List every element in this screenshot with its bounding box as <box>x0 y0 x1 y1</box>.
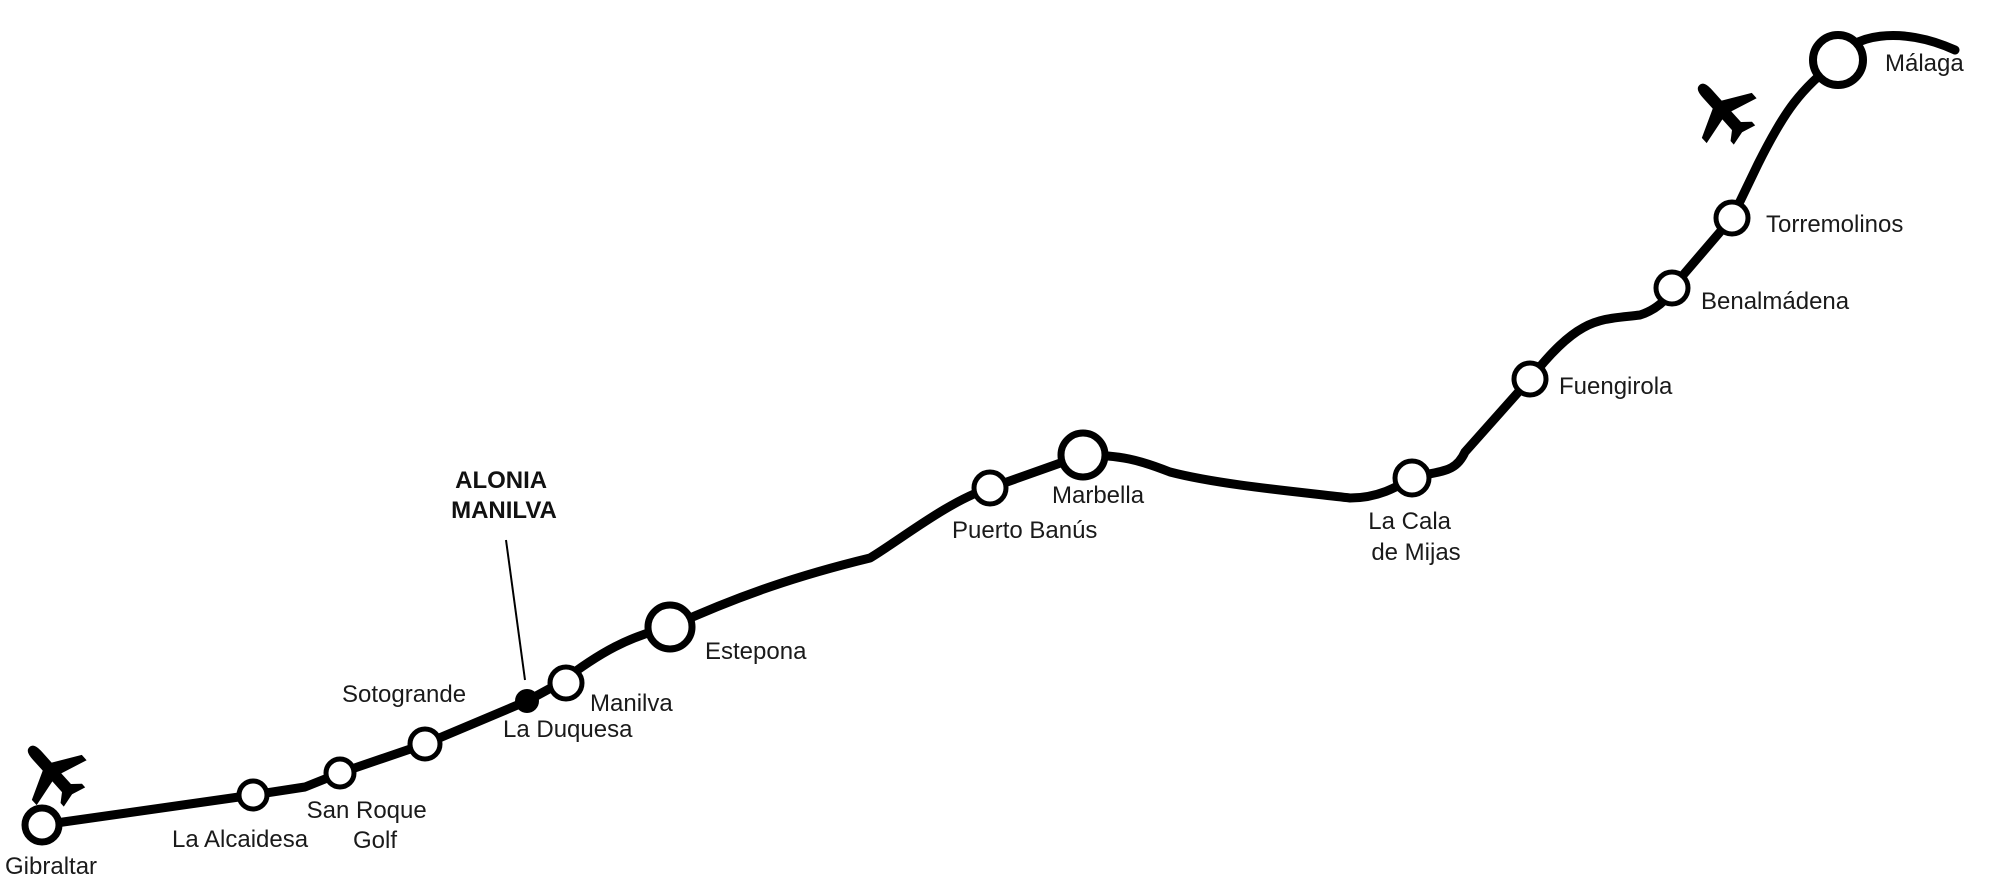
station-label: Gibraltar <box>5 853 97 880</box>
station-label: San Roque Golf <box>307 797 434 854</box>
airplane-icon <box>1697 83 1757 145</box>
station-malaga: Málaga <box>1809 31 1964 89</box>
station-label: Marbella <box>1052 482 1145 509</box>
station-gibraltar: Gibraltar <box>5 804 97 880</box>
station-marker <box>1653 269 1691 307</box>
station-marker <box>1809 31 1867 89</box>
airplane-icon <box>27 745 87 807</box>
callout-label: ALONIA MANILVA <box>451 467 557 524</box>
station-label: Manilva <box>590 690 673 717</box>
station-la-cala-de-mijas: La Cala de Mijas <box>1368 458 1461 566</box>
station-label: Sotogrande <box>342 681 466 708</box>
station-san-roque-golf: San Roque Golf <box>307 756 434 854</box>
station-benalmadena: Benalmádena <box>1653 269 1850 315</box>
station-marker <box>21 804 63 846</box>
station-label: Estepona <box>705 638 807 665</box>
station-fuengirola: Fuengirola <box>1511 360 1673 400</box>
station-marker <box>1057 429 1109 481</box>
callout-leader <box>505 539 526 681</box>
station-la-alcaidesa: La Alcaidesa <box>172 778 309 853</box>
station-puerto-banus: Puerto Banús <box>952 469 1097 544</box>
station-marker <box>323 756 357 790</box>
route-line <box>37 31 1960 830</box>
station-label: Torremolinos <box>1766 211 1903 238</box>
station-marbella: Marbella <box>1052 429 1145 509</box>
station-estepona: Estepona <box>644 601 807 665</box>
station-marker <box>1511 360 1549 398</box>
station-la-duquesa: La Duquesa <box>503 689 633 743</box>
station-label: La Cala de Mijas <box>1368 508 1460 566</box>
station-marker <box>1713 199 1751 237</box>
station-marker-highlight <box>515 689 539 713</box>
station-label: Málaga <box>1885 50 1964 77</box>
station-marker <box>971 469 1009 507</box>
station-marker <box>407 726 443 762</box>
station-marker <box>547 664 585 702</box>
station-label: Fuengirola <box>1559 373 1673 400</box>
station-label: La Alcaidesa <box>172 826 309 853</box>
station-marker <box>236 778 270 812</box>
station-marker <box>644 601 696 653</box>
station-marker <box>1392 458 1432 498</box>
station-label: Puerto Banús <box>952 517 1097 544</box>
station-sotogrande: Sotogrande <box>342 681 466 762</box>
station-torremolinos: Torremolinos <box>1713 199 1903 238</box>
station-label: Benalmádena <box>1701 288 1850 315</box>
station-label: La Duquesa <box>503 716 633 743</box>
station-manilva: Manilva <box>547 664 673 717</box>
